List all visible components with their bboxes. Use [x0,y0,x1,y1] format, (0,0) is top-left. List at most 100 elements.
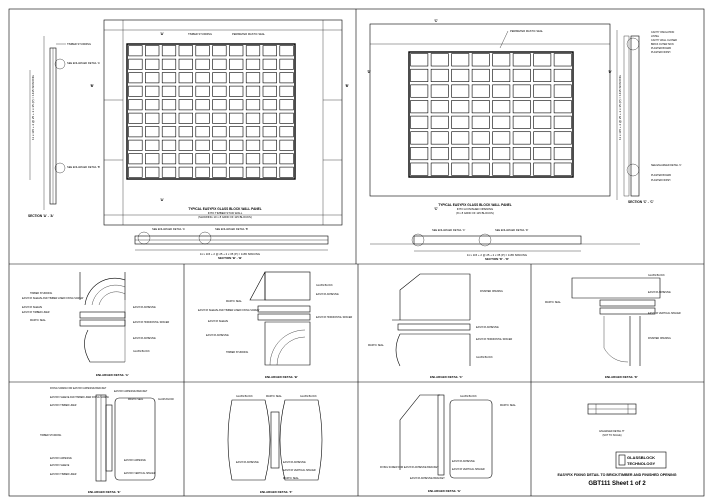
glass-block [262,126,277,138]
callout-r-perimeter-mastic: PERIMETER MASTIC SEAL [510,29,544,33]
detail-b: GLASS BLOCK EASYFIX ADHESIVE MASTIC SEAL… [198,271,352,379]
glass-block [430,131,449,145]
mark-b-left: 'B' [90,84,94,88]
caption-b-line1: TYPICAL EASYFIX GLASS BLOCK WALL PANEL [438,203,512,207]
glass-block [262,85,277,97]
detail-f-label: ENLARGED DETAIL 'F' [260,490,293,494]
callout: MASTIC SEAL [30,319,46,322]
detail-g-label: ENLARGED DETAIL 'G' [428,489,461,493]
callout-perimeter-mastic: PERIMETER MASTIC SEAL [232,32,266,36]
glass-block [410,84,429,98]
layer-labels: CAVITY INSULATION LINTEL CAVITY WALL CLO… [651,31,682,182]
glass-block [229,58,244,70]
glass-block [128,153,143,165]
detail-d-callouts: GLASS BLOCK EASYFIX ADHESIVE MASTIC SEAL… [545,274,681,340]
glass-block [128,99,143,111]
callout: EASYFIX VERTICAL SPACER [648,312,681,315]
glass-block-grid-a [126,43,296,180]
glass-block [533,131,552,145]
glass-block [195,99,210,111]
glass-block [245,58,261,70]
drawing-title: EASYFIX FIXING DETAIL TO BRICK/TIMBER AN… [557,473,676,477]
glass-block [262,112,277,124]
glass-block [553,131,572,145]
detail-a: TIMBER STUDDING EASYFIX SLEEVE AND TIMBE… [22,272,169,377]
detail-f-callouts: GLASS BLOCK MASTIC SEAL GLASS BLOCK EASY… [236,395,317,480]
callout: GLASS BLOCK [460,395,477,398]
glass-block [553,100,572,114]
title-block: ENLARGED DETAIL 'H' (NOT TO SCALE) GLASS… [557,403,677,487]
glass-block [492,147,511,161]
glass-block [430,100,449,114]
glass-block [471,100,490,114]
callout: MASTIC SEAL [226,300,242,303]
glass-block [229,126,244,138]
detail-e-callouts: FIXING SCREW FOR EASYFIX ADHESIVE BRACKE… [40,387,175,476]
glass-block [410,162,429,176]
glass-block [212,72,227,84]
detail-c-callouts: FINISHED OPENING MASTIC SEAL EASYFIX ADH… [368,290,512,359]
glass-block [451,115,470,129]
callout: EASYFIX ADHESIVE [50,457,72,460]
glass-block [195,85,210,97]
glass-block [262,153,277,165]
glass-block [145,58,160,70]
glass-block [553,115,572,129]
callout: EASYFIX ADHESIVE [236,461,259,464]
glass-block [553,53,572,67]
detail-c: FINISHED OPENING MASTIC SEAL EASYFIX ADH… [368,273,512,379]
glass-block [161,166,177,178]
glass-block [471,68,490,82]
glass-block [492,68,511,82]
glass-block [229,166,244,178]
callout: FIXING SCREW FOR EASYFIX ADHESIVE BRACKE… [50,387,107,390]
glass-block [410,147,429,161]
glass-block [512,162,531,176]
glass-block [212,58,227,70]
layer-label: PLASTER FINISH [651,51,671,54]
glass-block [410,131,429,145]
glass-block [533,100,552,114]
glass-block [128,139,143,151]
glass-block [492,53,511,67]
logo-line2: TECHNOLOGY [627,461,656,466]
callout-detail-a: SEE ENLARGED DETAIL 'A' [67,61,101,65]
glass-block [195,139,210,151]
glass-block [451,100,470,114]
glass-block [195,58,210,70]
section-d-label: SECTION 'D' - 'D' [485,257,509,261]
section-b-dimension: 11 x 115 + 2 @ 25 + 2 x 35 (P) = 1165 SP… [200,252,260,256]
glass-block [245,166,261,178]
callout: FINISHED OPENING [648,337,671,340]
glass-block [451,84,470,98]
glass-block [512,100,531,114]
callout: GLASS BLOCK [316,284,333,287]
section-b-b: SEE ENLARGED DETAIL 'A' SEE ENLARGED DET… [134,227,329,260]
detail-g-callouts: GLASS BLOCK MASTIC SEAL FIXING SCREW FOR… [380,395,516,480]
glass-block [492,115,511,129]
glass-block [245,126,261,138]
section-c-dimension: 11 x 115 + 2 @ 25 + 2 x 35 (P) = 1435 SP… [618,75,622,140]
glass-block [161,126,177,138]
glass-block [145,139,160,151]
detail-f: GLASS BLOCK MASTIC SEAL GLASS BLOCK EASY… [227,395,323,494]
callout: MASTIC SEAL [128,398,144,401]
glass-block [229,72,244,84]
callout: GLASS BLOCK [236,395,253,398]
finished-opening-frame [369,23,611,197]
glass-block [128,166,143,178]
glass-block [161,99,177,111]
layer-label: PLASTER BOARD [651,47,671,50]
glass-block [161,139,177,151]
glass-block [128,126,143,138]
glass-block [512,147,531,161]
glass-block [533,68,552,82]
glass-block [161,85,177,97]
callout-b-detail-b: SEE ENLARGED DETAIL 'B' [215,227,249,231]
detail-d-label: ENLARGED DETAIL 'D' [605,375,638,379]
callout: TIMBER STUDDING [40,435,62,437]
glass-block [178,166,193,178]
mark-a-bottom: 'A' [160,198,164,202]
glass-block [128,112,143,124]
